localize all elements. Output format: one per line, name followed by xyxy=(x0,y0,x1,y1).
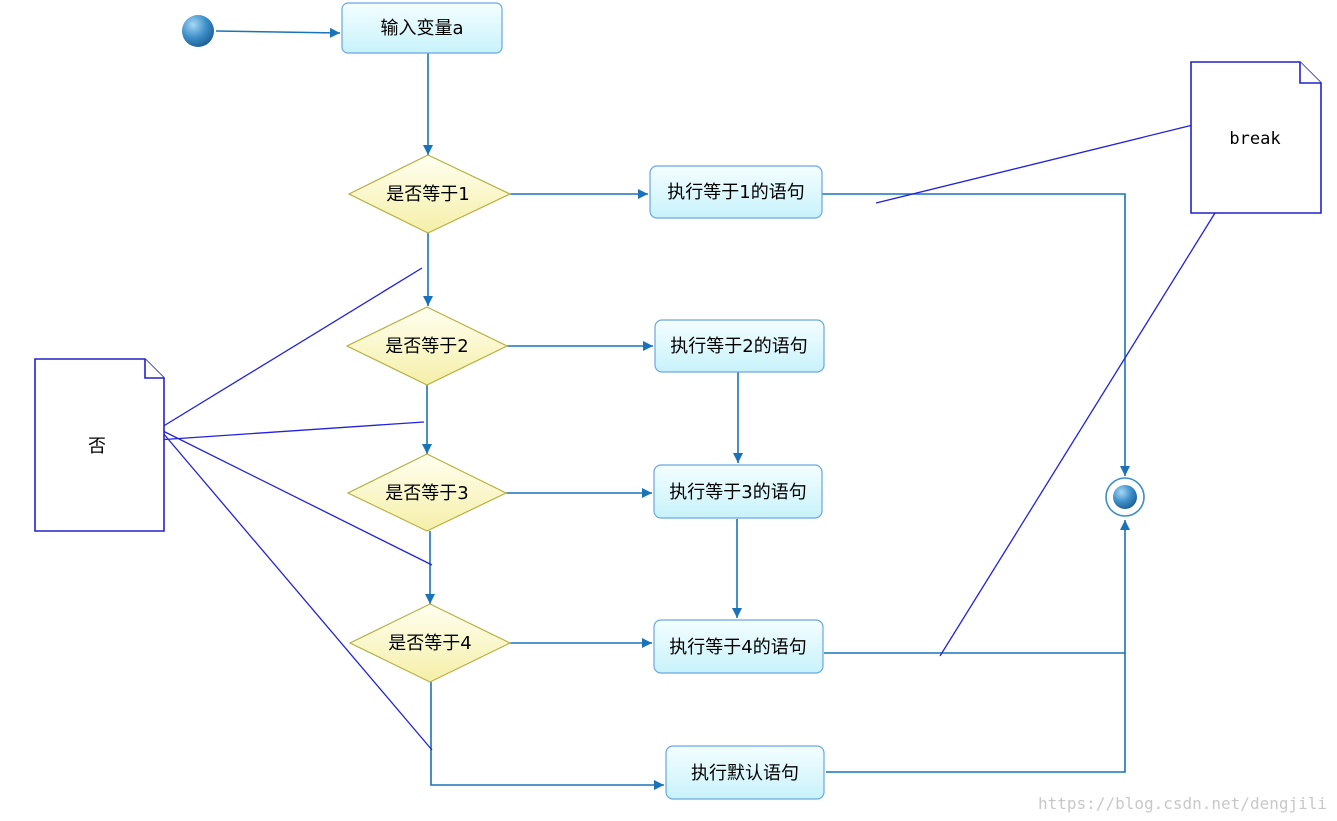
decision-3[interactable]: 是否等于3 xyxy=(346,453,508,532)
decision-4[interactable]: 是否等于4 xyxy=(348,603,512,683)
input-variable-node[interactable]: 输入变量a xyxy=(341,2,503,54)
decision-3-label: 是否等于3 xyxy=(385,483,468,504)
decision-2[interactable]: 是否等于2 xyxy=(345,306,509,386)
no-note-link-2 xyxy=(156,421,425,441)
start-node xyxy=(182,15,214,47)
action-4-label: 执行等于4的语句 xyxy=(669,637,806,658)
break-note-link-1 xyxy=(875,121,1206,204)
end-node xyxy=(1105,477,1145,517)
flow-action4-to-end xyxy=(824,520,1130,654)
decision-2-label: 是否等于2 xyxy=(385,336,468,357)
decision-4-label: 是否等于4 xyxy=(388,633,471,654)
action-1-node[interactable]: 执行等于1的语句 xyxy=(649,165,823,219)
decision-1[interactable]: 是否等于1 xyxy=(347,154,512,234)
action-3-node[interactable]: 执行等于3的语句 xyxy=(653,464,823,519)
action-2-node[interactable]: 执行等于2的语句 xyxy=(654,319,825,373)
flow-action1-to-end xyxy=(822,193,1130,476)
annotation-links xyxy=(156,121,1216,751)
action-1-label: 执行等于1的语句 xyxy=(667,182,804,203)
no-note-label: 否 xyxy=(88,436,106,457)
watermark-text: https://blog.csdn.net/dengjili xyxy=(1038,794,1327,813)
flow-start-to-input xyxy=(215,27,341,38)
action-3-label: 执行等于3的语句 xyxy=(669,482,806,503)
break-note-link-2 xyxy=(939,212,1216,657)
default-action-label: 执行默认语句 xyxy=(691,763,799,784)
no-note-link-1 xyxy=(156,267,423,431)
no-note[interactable]: 否 xyxy=(34,358,165,532)
flow-decision4-to-default xyxy=(430,682,664,790)
break-note[interactable]: break xyxy=(1190,61,1322,214)
no-note-link-4 xyxy=(156,425,433,751)
default-action-node[interactable]: 执行默认语句 xyxy=(665,745,825,800)
flow-connectors xyxy=(215,27,1130,790)
break-note-label: break xyxy=(1229,129,1280,149)
no-note-link-3 xyxy=(156,427,433,566)
decision-1-label: 是否等于1 xyxy=(386,184,469,205)
action-4-node[interactable]: 执行等于4的语句 xyxy=(653,619,824,674)
action-2-label: 执行等于2的语句 xyxy=(670,336,807,357)
flow-default-to-end xyxy=(826,653,1126,773)
input-variable-label: 输入变量a xyxy=(380,18,463,39)
